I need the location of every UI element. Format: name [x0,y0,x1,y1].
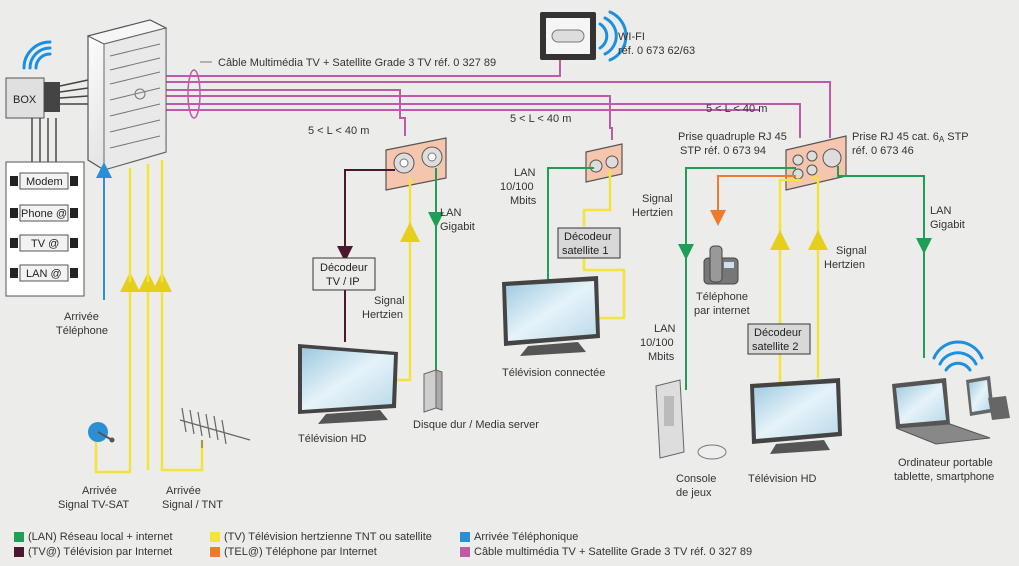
diagram-label: Disque dur / Media server [413,419,539,431]
media-server-icon [423,369,443,413]
diagram-label: Console [676,473,716,485]
diagram-label: Arrivée [64,311,99,323]
legend-item-multimedia: Câble multimédia TV + Satellite Grade 3 … [460,546,752,558]
wifi-access-point [540,12,596,60]
diagram-label: Téléphone [696,291,748,303]
legend-item-lan: (LAN) Réseau local + internet [14,531,173,543]
diagram-label: Prise RJ 45 cat. 6A STP [852,131,969,144]
legend-swatch [14,532,24,542]
diagram-label: LAN [440,207,461,219]
decodeur-sat1-box: Décodeur satellite 1 [557,227,621,259]
diagram-label: Décodeur [754,327,802,339]
diagram-label: par internet [694,305,750,317]
telephone-icon [703,245,739,285]
box-router: BOX [5,77,89,119]
diagram-label: 5 < L < 40 m [308,125,369,137]
tv-hd-1-icon [298,344,398,424]
diagram-label: Télévision HD [748,473,817,485]
legend-item-tvip: (TV@) Télévision par Internet [14,546,172,558]
modem-label: Modem [26,176,63,188]
diagram-label: 5 < L < 40 m [510,113,571,125]
diagram-label: Gigabit [440,221,475,233]
wall-socket-double-2 [585,143,623,183]
diagram-label: STP réf. 0 673 94 [680,145,766,157]
legend-item-phone: Arrivée Téléphonique [460,531,578,543]
diagram-label: Mbits [648,351,675,363]
diagram-label: Arrivée [166,485,201,497]
game-console-icon [655,379,727,460]
satellite-dish-icon [88,422,115,443]
diagram-label: réf. 0 673 46 [852,145,914,157]
diagram-label: Signal [374,295,405,307]
diagram-label: 5 < L < 40 m [706,103,767,115]
diagram-label: LAN [514,167,535,179]
diagram-label: Signal / TNT [162,499,223,511]
tv-at-label: TV @ [31,238,59,250]
diagram-label: Hertzien [362,309,403,321]
diagram-label: de jeux [676,487,712,499]
diagram-label: Signal [642,193,673,205]
legend-swatch [460,547,470,557]
decodeur-tvip-box: Décodeur TV / IP [312,257,376,291]
diagram-label: tablette, smartphone [894,471,994,483]
diagram-label: Prise quadruple RJ 45 [678,131,787,143]
wifi-box-icon [22,40,52,70]
diagram-label: Mbits [510,195,537,207]
legend-swatch [210,547,220,557]
diagram-label: Téléphone [56,325,108,337]
diagram-label: satellite 2 [752,341,798,353]
diagram-label: LAN [930,205,951,217]
diagram-label: Arrivée [82,485,117,497]
cable-multimedia-label: Câble Multimédia TV + Satellite Grade 3 … [218,57,496,69]
legend-item-tel: (TEL@) Téléphone par Internet [210,546,377,558]
tv-hd-2-icon [750,378,842,454]
diagram-label: Hertzien [632,207,673,219]
diagram-label: Gigabit [930,219,965,231]
legend-swatch [14,547,24,557]
diagram-label: Ordinateur portable [898,457,993,469]
diagram-label: Signal [836,245,867,257]
wall-socket-double-1 [385,137,447,191]
diagram-label: satellite 1 [562,245,608,257]
diagram-label: Décodeur [320,262,368,274]
diagram-label: Hertzien [824,259,865,271]
diagram-label: Télévision HD [298,433,367,445]
wifi-laptop-icon [932,340,984,372]
diagram-label: Décodeur [564,231,612,243]
diagram-label: WI-FI [618,31,645,43]
diagram-label: TV / IP [326,276,360,288]
legend-item-tv: (TV) Télévision hertzienne TNT ou satell… [210,531,432,543]
distribution-cabinet [86,19,168,171]
multimedia-cables [160,39,831,140]
tablet-icon [966,376,1010,420]
legend-swatch [210,532,220,542]
tnt-antenna-icon [179,407,251,448]
diagram-label: Signal TV-SAT [58,499,129,511]
modem-panel: Modem Phone @ TV @ LAN @ [5,161,85,297]
legend-swatch [460,532,470,542]
diagram-label: BOX [13,94,37,106]
diagram-label: réf. 0 673 62/63 [618,45,695,57]
diagram-label: LAN [654,323,675,335]
diagram-label: 10/100 [500,181,534,193]
phone-at-label: Phone @ [21,208,67,220]
laptop-icon [892,378,991,445]
decodeur-sat2-box: Décodeur satellite 2 [747,323,811,355]
wall-socket-quad [785,135,847,191]
tv-connectee-icon [502,276,600,356]
diagram-label: 10/100 [640,337,674,349]
wifi-icon [598,10,628,62]
lan-at-label: LAN @ [26,268,62,280]
diagram-label: Télévision connectée [502,367,605,379]
